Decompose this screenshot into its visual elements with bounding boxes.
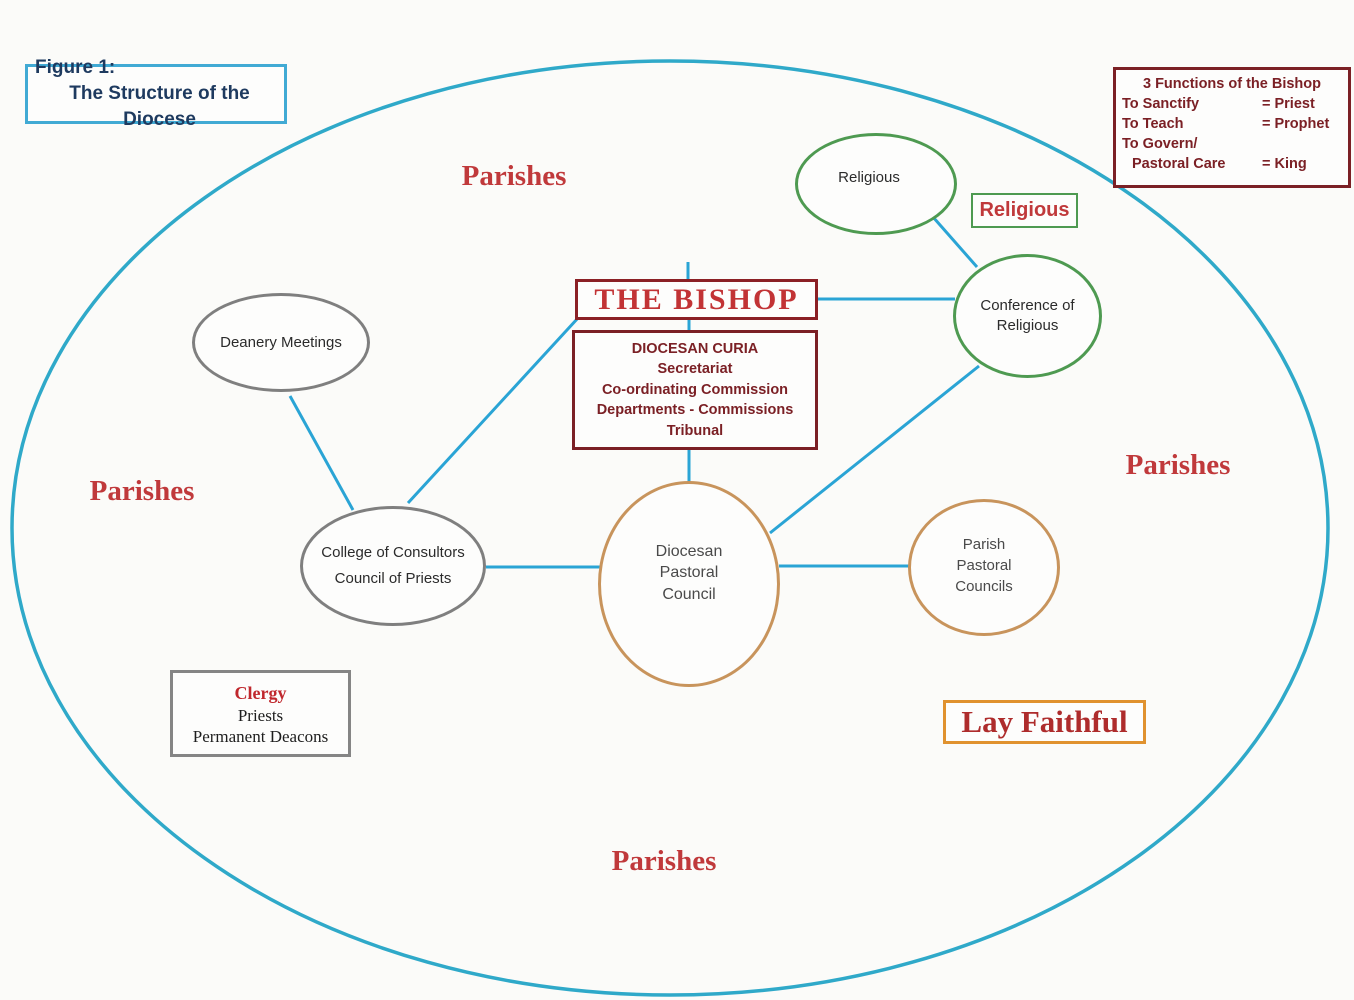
lay-faithful-box: Lay Faithful <box>943 700 1146 744</box>
curia-item: Departments - Commissions <box>596 402 794 419</box>
line-deanery-college <box>288 395 355 511</box>
line-religious-conference <box>931 216 979 268</box>
conference-of-religious-ellipse: Conference of Religious <box>953 254 1102 378</box>
college-label-line2: Council of Priests <box>334 570 452 587</box>
function-value: = Priest <box>1262 96 1315 112</box>
dpc-label-line2: Pastoral <box>659 564 719 582</box>
ppc-label-line2: Pastoral <box>956 557 1012 574</box>
line-bishop-college <box>406 316 580 505</box>
function-row-sanctify: To Sanctify = Priest <box>1122 94 1342 114</box>
function-row-teach: To Teach = Prophet <box>1122 114 1342 134</box>
religious-badge-label: Religious <box>979 199 1070 221</box>
curia-item: Co-ordinating Commission <box>601 381 789 398</box>
clergy-line1: Priests <box>237 705 284 725</box>
dpc-label-line1: Diocesan <box>655 542 723 560</box>
line-conference-dpc <box>769 364 980 535</box>
religious-label: Religious <box>838 169 900 186</box>
bishop-functions-box: 3 Functions of the Bishop To Sanctify = … <box>1113 67 1351 188</box>
bishop-functions-title: 3 Functions of the Bishop <box>1142 76 1322 92</box>
religious-ellipse: Religious <box>795 133 957 235</box>
ppc-label-line1: Parish <box>962 536 1006 553</box>
bishop-box: THE BISHOP <box>575 279 818 320</box>
conference-label-line2: Religious <box>996 317 1059 334</box>
clergy-box: Clergy Priests Permanent Deacons <box>170 670 351 757</box>
figure-title-box: Figure 1: The Structure of the Diocese <box>25 57 287 130</box>
curia-title: DIOCESAN CURIA <box>631 340 759 357</box>
deanery-meetings-label: Deanery Meetings <box>220 333 342 351</box>
function-label: To Govern/ <box>1122 136 1198 152</box>
religious-badge: Religious <box>971 193 1078 228</box>
dpc-label-line3: Council <box>662 585 716 603</box>
curia-box: DIOCESAN CURIA Secretariat Co-ordinating… <box>572 330 818 450</box>
curia-item: Tribunal <box>666 422 724 439</box>
function-value: = Prophet <box>1262 116 1330 132</box>
function-value: = King <box>1262 156 1307 172</box>
parishes-label-top: Parishes <box>461 160 567 192</box>
college-label-line1: College of Consultors <box>321 544 465 561</box>
parishes-label-left: Parishes <box>89 475 195 507</box>
function-row-pastoral-care: Pastoral Care = King <box>1122 154 1342 174</box>
curia-item: Secretariat <box>657 361 733 378</box>
bishop-label: THE BISHOP <box>594 282 799 316</box>
clergy-line2: Permanent Deacons <box>192 726 329 746</box>
clergy-title: Clergy <box>234 682 287 703</box>
figure-title-line2: The Structure of the Diocese <box>69 83 250 130</box>
parishes-label-right: Parishes <box>1125 449 1231 481</box>
parishes-label-bottom: Parishes <box>611 845 717 877</box>
lay-faithful-label: Lay Faithful <box>961 704 1128 739</box>
college-of-consultors-ellipse: College of Consultors Council of Priests <box>300 506 486 626</box>
conference-label-line1: Conference of <box>980 297 1075 314</box>
deanery-meetings-ellipse: Deanery Meetings <box>192 293 370 392</box>
function-label: To Sanctify <box>1122 96 1200 112</box>
function-label: Pastoral Care <box>1132 156 1226 172</box>
conference-label: Conference of Religious <box>980 296 1074 336</box>
diocesan-pastoral-council-ellipse: Diocesan Pastoral Council <box>598 481 780 687</box>
diocese-boundary-ellipse <box>10 59 1330 997</box>
function-row-govern: To Govern/ <box>1122 134 1342 154</box>
ppc-label-line3: Councils <box>955 578 1013 595</box>
function-value <box>1262 134 1342 154</box>
parish-pastoral-councils-ellipse: Parish Pastoral Councils <box>908 499 1060 636</box>
figure-title-line1: Figure 1: <box>35 57 116 78</box>
function-label: To Teach <box>1122 116 1184 132</box>
